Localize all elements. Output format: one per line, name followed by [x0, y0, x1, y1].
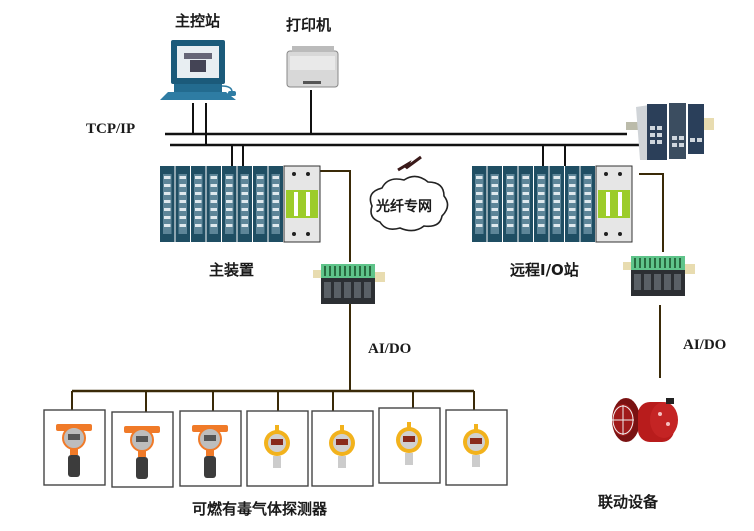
signal-left-label: AI/DO: [368, 341, 412, 357]
master-station-label: 主控站: [175, 12, 221, 30]
signal-right-label: AI/DO: [683, 337, 727, 353]
remote-io-label: 远程I/O站: [510, 261, 579, 279]
detectors-label: 可燃有毒气体探测器: [192, 500, 328, 518]
tcpip-label: TCP/IP: [86, 121, 136, 137]
fiber-network-label: 光纤专网: [376, 199, 432, 215]
main-device-label: 主装置: [209, 261, 255, 279]
main-to-module-line: [318, 170, 351, 262]
printer-label: 打印机: [286, 16, 332, 34]
remote-to-module-line: [639, 173, 664, 252]
linkage-label: 联动设备: [598, 493, 659, 511]
